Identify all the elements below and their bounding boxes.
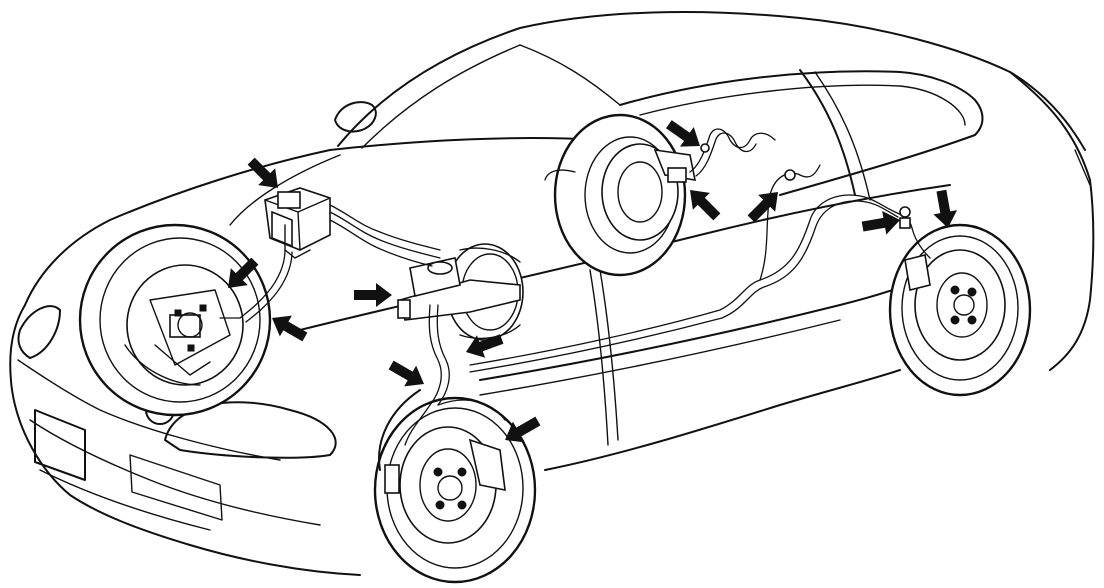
abs-actuator [264,187,331,259]
pointer-arrow-front-left-union [266,307,311,348]
front-left-brake [124,264,244,386]
pointer-arrow-rear-right-hose [929,188,960,231]
pointer-arrow-rear-valve-lower [681,181,726,226]
brake-pipe-lines [219,128,931,446]
car-body [9,11,1095,576]
rear-left-brake [601,143,697,241]
pointer-arrow-abs-actuator [242,152,287,197]
pointer-arrow-rear-pipe-union [742,183,787,228]
pointer-arrow-master-cylinder [354,283,392,307]
front-right-brake [384,426,506,544]
pointer-arrow-front-right-hose [385,354,430,395]
rear-right-brake [904,249,1006,361]
